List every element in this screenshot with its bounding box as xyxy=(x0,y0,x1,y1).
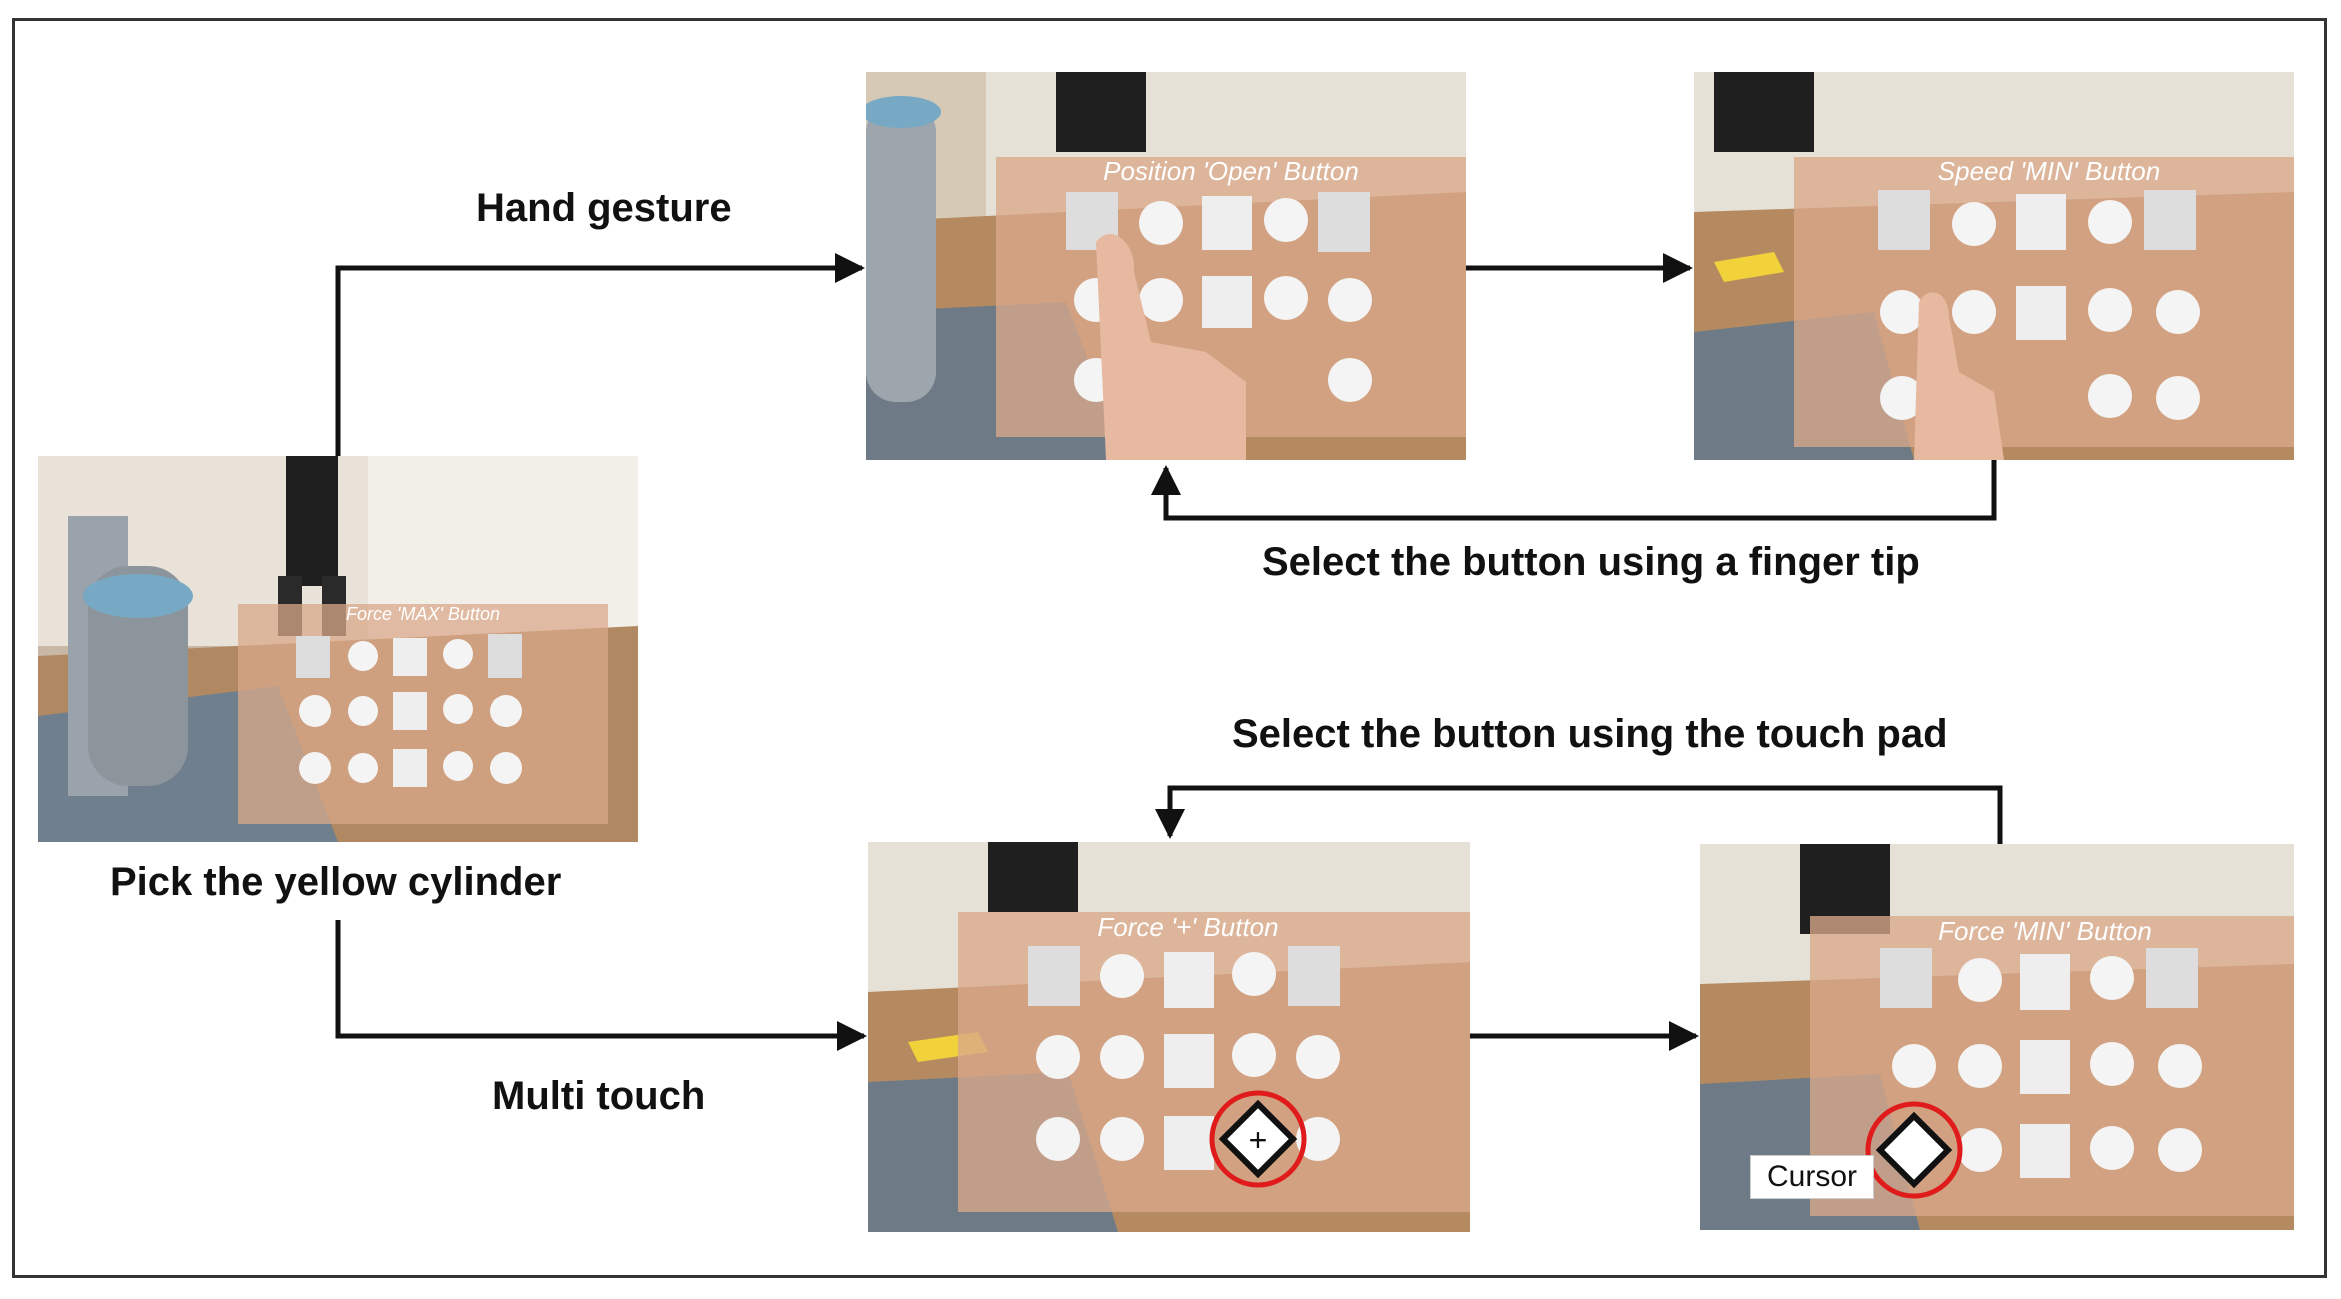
svg-text:+: + xyxy=(1249,1122,1268,1158)
photo-hand-gesture-2: Speed 'MIN' Button xyxy=(1694,72,2294,460)
min-button[interactable] xyxy=(299,752,331,784)
min-button[interactable] xyxy=(299,695,331,727)
control-grid xyxy=(296,634,522,787)
gripper-close-icon[interactable] xyxy=(488,634,522,678)
arrow-touch-pad-loop xyxy=(1155,785,2003,844)
arrow-to-multi-touch xyxy=(335,920,867,1051)
arrow-to-hand-gesture xyxy=(335,253,865,456)
label-touch-pad: Select the button using the touch pad xyxy=(1232,712,1948,756)
selection-highlight xyxy=(1209,1090,1307,1188)
force-gripper-icon xyxy=(393,749,427,787)
label-pick: Pick the yellow cylinder xyxy=(110,860,562,904)
max-button[interactable] xyxy=(490,695,522,727)
speed-gauge-icon xyxy=(393,692,427,730)
plus-button[interactable] xyxy=(443,694,473,724)
panel-title: Force 'MIN' Button xyxy=(1938,916,2152,946)
fingertip xyxy=(1096,233,1246,460)
cursor-label: Cursor xyxy=(1750,1155,1875,1199)
panel-title: Position 'Open' Button xyxy=(1103,156,1359,186)
arrow-finger-tip-loop xyxy=(1151,460,1997,521)
label-hand-gesture: Hand gesture xyxy=(476,186,732,230)
photo-hand-gesture-1: Position 'Open' Button xyxy=(866,72,1466,460)
position-gauge-icon xyxy=(393,638,427,676)
gripper-open-icon[interactable] xyxy=(296,636,330,678)
max-button[interactable] xyxy=(490,752,522,784)
label-multi-touch: Multi touch xyxy=(492,1074,706,1118)
minus-button[interactable] xyxy=(348,696,378,726)
panel-title: Force '+' Button xyxy=(1097,912,1278,942)
label-finger-tip: Select the button using a finger tip xyxy=(1262,540,1920,584)
photo-initial-view: Force 'MAX' Button xyxy=(38,456,638,842)
move-cursor-icon xyxy=(1875,1111,1953,1189)
photo-multi-touch-2: Force 'MIN' Button xyxy=(1700,844,2294,1230)
minus-button[interactable] xyxy=(348,753,378,783)
plus-button[interactable] xyxy=(443,751,473,781)
panel-title: Speed 'MIN' Button xyxy=(1938,156,2160,186)
move-cursor-icon: + xyxy=(1218,1099,1298,1179)
fingertip xyxy=(1914,292,2004,460)
selection-highlight xyxy=(1865,1101,1963,1199)
panel-title: Force 'MAX' Button xyxy=(346,604,500,624)
minus-button[interactable] xyxy=(348,641,378,671)
plus-button[interactable] xyxy=(443,639,473,669)
photo-multi-touch-1: Force '+' Button + xyxy=(868,842,1470,1232)
